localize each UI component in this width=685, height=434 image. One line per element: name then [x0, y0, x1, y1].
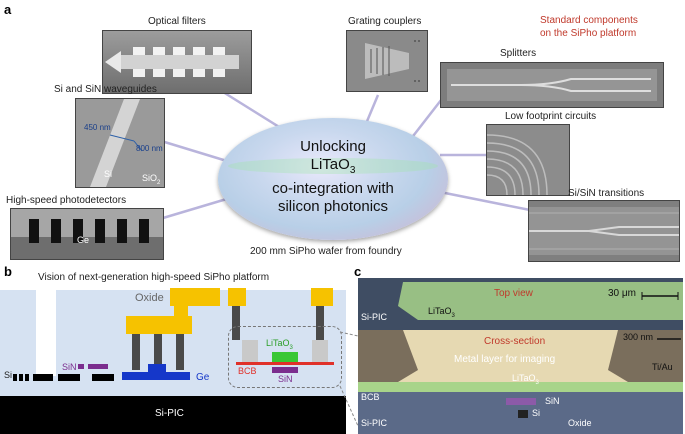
wafer-title-line1: Unlocking	[300, 138, 366, 155]
litao-label-b: LiTaO3	[266, 338, 293, 351]
sipic-substrate	[0, 396, 346, 434]
litao-top-main: LiTaO	[428, 306, 452, 316]
photodetectors-label: High-speed photodetectors	[6, 195, 127, 206]
ge-label: Ge	[196, 372, 210, 383]
optical-filters-label: Optical filters	[148, 16, 206, 27]
wafer-title: Unlocking LiTaO3 co-integration with sil…	[218, 138, 448, 216]
sin-label: SiN	[62, 362, 77, 372]
litao-modulator-box	[228, 326, 342, 388]
wg-450-label: 450 nm	[84, 123, 111, 132]
si-waveguides	[13, 374, 114, 381]
litao-top-label: LiTaO3	[428, 306, 455, 319]
oxide-cross-label: Oxide	[568, 418, 592, 428]
top-view-label: Top view	[494, 288, 533, 299]
wg-sio2-sub: 2	[157, 179, 161, 186]
top-view-image	[358, 278, 683, 330]
transitions-label: Si/SiN transitions	[568, 188, 645, 199]
scale-300nm: 300 nm	[623, 332, 654, 342]
standard-components-line2: on the SiPho platform	[540, 28, 637, 39]
standard-components-label: Standard components on the SiPho platfor…	[540, 14, 638, 40]
wg-si-label: Si	[104, 169, 113, 179]
sipic-label: Si-PIC	[155, 408, 184, 419]
litao-cross-main: LiTaO	[512, 373, 536, 383]
litao-cross-label: LiTaO3	[512, 373, 539, 386]
metal-layer-label: Metal layer for imaging	[454, 354, 556, 365]
wg-sio2-label: SiO2	[142, 173, 160, 186]
low-footprint-image	[486, 124, 570, 196]
wafer-glow	[228, 158, 438, 174]
sipic-cross-label: Si-PIC	[361, 418, 388, 428]
wafer-caption: 200 mm SiPho wafer from foundry	[250, 246, 402, 257]
sipho-wafer	[218, 118, 448, 240]
panel-a-letter: a	[4, 2, 12, 17]
si-label: Si	[4, 370, 13, 380]
cross-section-image	[358, 330, 683, 434]
zoom-connector	[339, 331, 359, 427]
litao-top-sub: 3	[451, 312, 455, 319]
litao-modulator	[236, 340, 334, 373]
cross-section-label: Cross-section	[484, 336, 546, 347]
wg-sio2-main: SiO	[142, 173, 158, 183]
panel-b-title: Vision of next-generation high-speed SiP…	[38, 272, 270, 283]
panel-b-letter: b	[4, 264, 12, 279]
sin-waveguides	[78, 364, 108, 369]
sipic-top-label: Si-PIC	[361, 312, 388, 322]
standard-components-line1: Standard components	[540, 15, 638, 26]
grating-couplers-image	[346, 30, 428, 92]
wg-800-label: 800 nm	[136, 144, 163, 153]
scale-bar-30um	[641, 292, 679, 300]
splitters-image	[440, 62, 664, 108]
scale-30um: 30 μm	[608, 288, 636, 299]
pd-ge-label: Ge	[77, 235, 90, 245]
waveguides-label: Si and SiN waveguides	[54, 84, 157, 95]
photodetectors-image: Ge	[10, 208, 164, 260]
wafer-litao-main: LiTaO	[310, 156, 350, 173]
sin-label-b: SiN	[278, 374, 293, 384]
bcb-label-b: BCB	[238, 366, 257, 376]
optical-filters-image	[102, 30, 252, 94]
si-cross-label: Si	[532, 408, 541, 418]
oxide-trench	[36, 290, 56, 376]
oxide-label: Oxide	[135, 292, 164, 304]
wafer-title-line3: co-integration with	[272, 180, 394, 197]
low-footprint-label: Low footprint circuits	[505, 111, 597, 122]
splitters-label: Splitters	[500, 48, 537, 59]
wafer-title-line2: LiTaO3	[218, 156, 448, 180]
panel-c-letter: c	[354, 264, 362, 279]
grating-couplers-label: Grating couplers	[348, 16, 422, 27]
wafer-litao-sub: 3	[349, 165, 356, 176]
litao-cross-sub: 3	[535, 379, 539, 386]
bcb-cross-label: BCB	[361, 392, 380, 402]
sin-cross-label: SiN	[545, 396, 560, 406]
litao-b-sub: 3	[289, 344, 293, 351]
wafer-title-line4: silicon photonics	[277, 198, 389, 215]
waveguides-image: 450 nm 800 nm Si SiO2	[75, 98, 165, 188]
tiau-label: Ti/Au	[652, 362, 673, 372]
transitions-image	[528, 200, 680, 262]
litao-b-main: LiTaO	[266, 338, 290, 348]
ge-photodetector	[122, 288, 333, 380]
scale-bar-300nm	[657, 338, 681, 340]
